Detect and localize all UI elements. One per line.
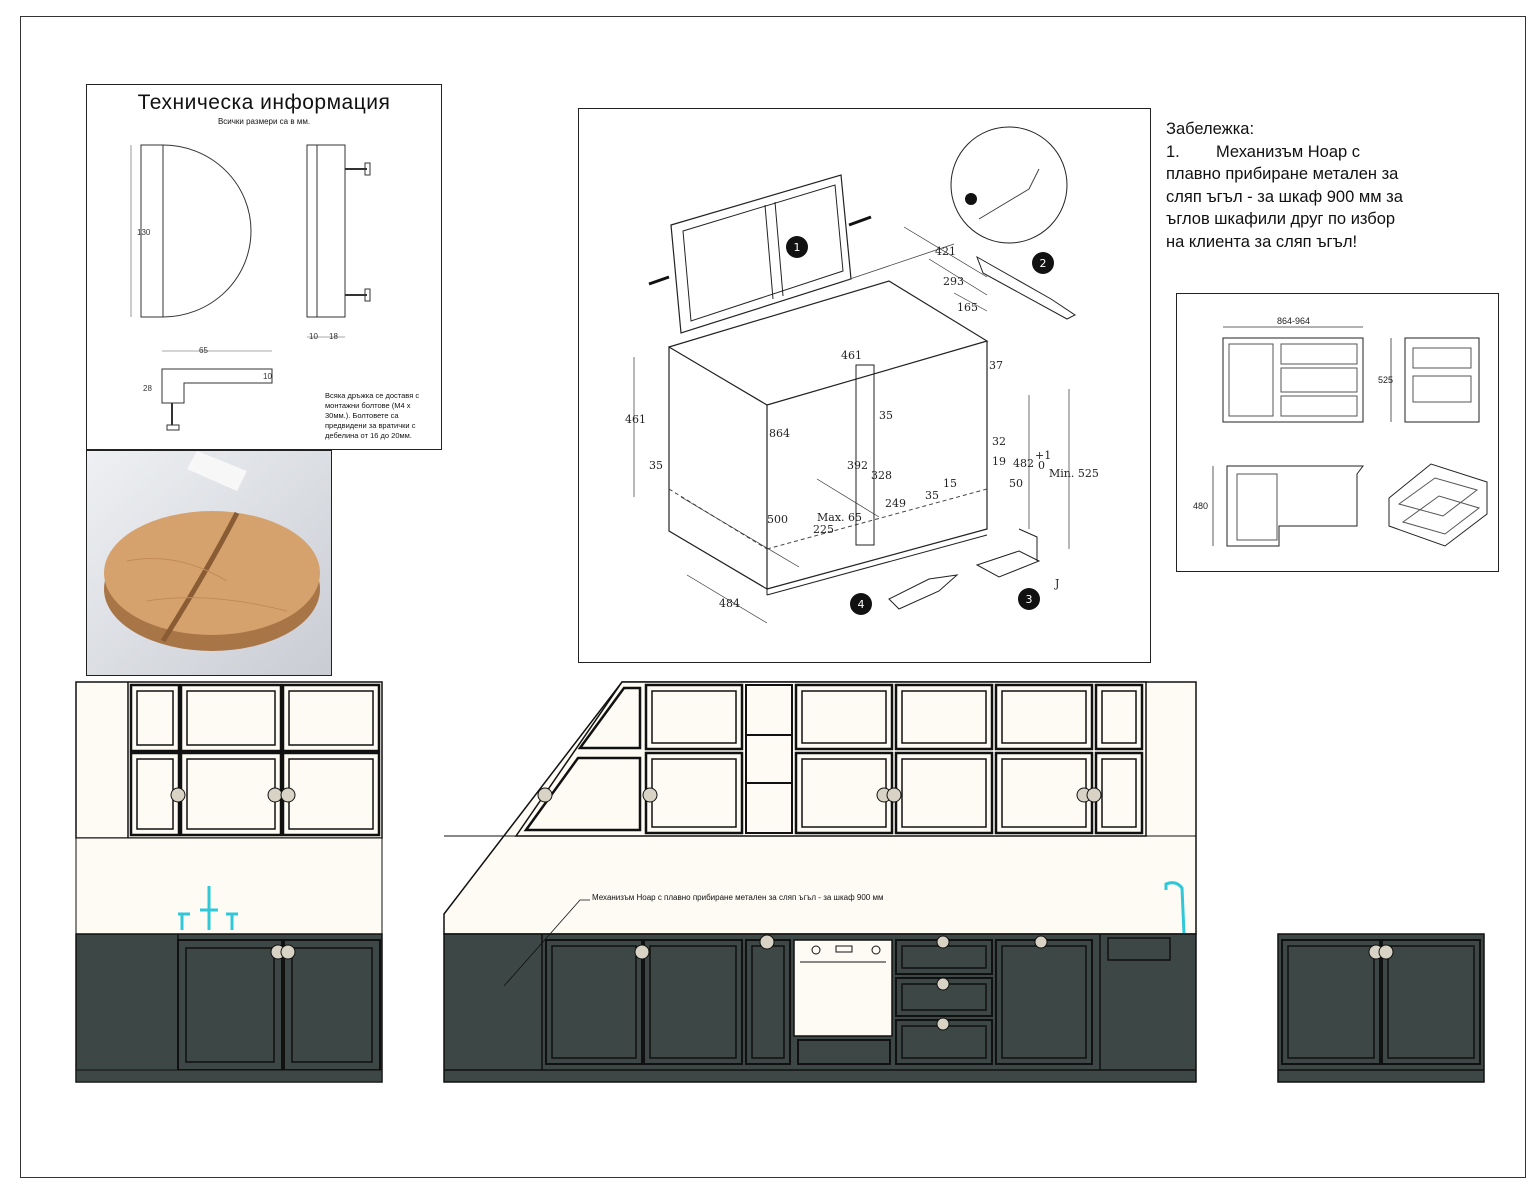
dim-max-65: Max. 65 — [817, 511, 862, 524]
note-line-1: Механизъм Ноар с — [1216, 142, 1361, 161]
detail-circle — [950, 126, 1068, 244]
dim-width: 65 — [199, 346, 208, 355]
spec-side-view — [1404, 337, 1480, 423]
dim-j: J — [1054, 577, 1059, 590]
svg-text:2: 2 — [1040, 257, 1047, 270]
note-block: Забележка: 1. Механизъм Ноар с плавно при… — [1166, 118, 1446, 253]
dim-35-c: 35 — [925, 489, 939, 502]
spec-height: 525 — [1378, 375, 1393, 385]
dim-a: 10 — [309, 332, 318, 341]
dim-328: 328 — [871, 469, 892, 482]
handle-front-arc — [162, 144, 252, 318]
spec-depth: 480 — [1193, 501, 1208, 511]
dim-50: 50 — [1009, 477, 1023, 490]
handle-drawings: 130 10 18 65 28 10 — [130, 144, 371, 431]
dim-392: 392 — [847, 459, 868, 472]
dim-482: 482 — [1013, 457, 1034, 470]
dim-32: 32 — [992, 435, 1006, 448]
dim-19: 19 — [992, 455, 1006, 468]
dim-depth: 28 — [143, 384, 152, 393]
handle-front-plate — [140, 144, 164, 318]
dim-461-a: 461 — [841, 349, 862, 362]
dim-35-b: 35 — [649, 459, 663, 472]
note-body-line: сляп ъгъл - за шкаф 900 мм за — [1166, 187, 1403, 206]
svg-text:4: 4 — [858, 598, 865, 611]
spec-3d-view — [1388, 463, 1488, 547]
drawing-frame — [20, 16, 1526, 1178]
dim-293: 293 — [943, 275, 964, 288]
note-body-line: ъглов шкафили друг по избор — [1166, 210, 1396, 228]
callout-1 — [786, 236, 808, 258]
cabinet-spec-panel: 864-964 525 480 — [1176, 293, 1499, 572]
spec-width: 864-964 — [1277, 316, 1310, 326]
handle-photo — [86, 450, 332, 676]
note-body-line: плавно прибиране метален за — [1166, 165, 1399, 183]
dim-min-525: Min. 525 — [1049, 467, 1099, 480]
dim-500: 500 — [767, 513, 788, 526]
callout-4 — [850, 593, 872, 615]
dim-35-a: 35 — [879, 409, 893, 422]
dim-484: 484 — [719, 597, 740, 610]
cabinet-side — [668, 345, 768, 591]
elevation-annotation: Механизъм Ноар с плавно прибиране метале… — [592, 893, 884, 902]
callout-2 — [1032, 252, 1054, 274]
svg-text:1: 1 — [794, 241, 801, 254]
part-2-rail — [976, 255, 1076, 320]
dim-tol-plus: +1 — [1035, 449, 1051, 462]
sliding-frame — [670, 174, 852, 334]
mechanism-diagram: 1 2 3 4 421 293 165 461 37 35 864 461 35… — [625, 126, 1099, 624]
handle-photo-illustration — [87, 451, 331, 675]
dim-tol-zero: 0 — [1038, 459, 1045, 472]
part-4-clip — [888, 574, 959, 610]
note-item-1: 1. Механизъм Ноар с — [1166, 141, 1446, 164]
dim-165: 165 — [957, 301, 978, 314]
svg-text:3: 3 — [1026, 593, 1033, 606]
dim-421: 421 — [935, 245, 956, 258]
note-number: 1. — [1166, 142, 1180, 161]
dim-thickness: 10 — [263, 372, 272, 381]
tech-info-panel: Техническа информация Всички размери са … — [86, 84, 442, 450]
part-3-bracket — [975, 550, 1041, 578]
mechanism-diagram-panel: 1 2 3 4 421 293 165 461 37 35 864 461 35… — [578, 108, 1151, 663]
handle-side-view — [306, 144, 346, 318]
tech-info-note: Всяка дръжка се доставя с монтажни болто… — [325, 391, 420, 440]
dim-864: 864 — [769, 427, 790, 440]
handle-top-view — [161, 368, 273, 404]
spec-front-view — [1222, 337, 1364, 423]
dim-height: 130 — [137, 228, 151, 237]
spec-top-view — [1226, 465, 1364, 547]
cabinet-post — [855, 364, 875, 546]
tech-info-title: Техническа информация — [137, 91, 391, 114]
dim-249: 249 — [885, 497, 906, 510]
note-heading: Забележка: — [1166, 120, 1255, 138]
dim-15: 15 — [943, 477, 957, 490]
cabinet-spec-views: 864-964 525 480 — [1193, 316, 1488, 547]
dim-461-b: 461 — [625, 413, 646, 426]
tech-info-subtitle: Всички размери са в мм. — [217, 117, 311, 126]
dim-b: 18 — [329, 332, 338, 341]
note-body-line: на клиента за сляп ъгъл! — [1166, 232, 1358, 251]
dim-37: 37 — [989, 359, 1003, 372]
dim-225: 225 — [813, 523, 834, 536]
callout-3 — [1018, 588, 1040, 610]
